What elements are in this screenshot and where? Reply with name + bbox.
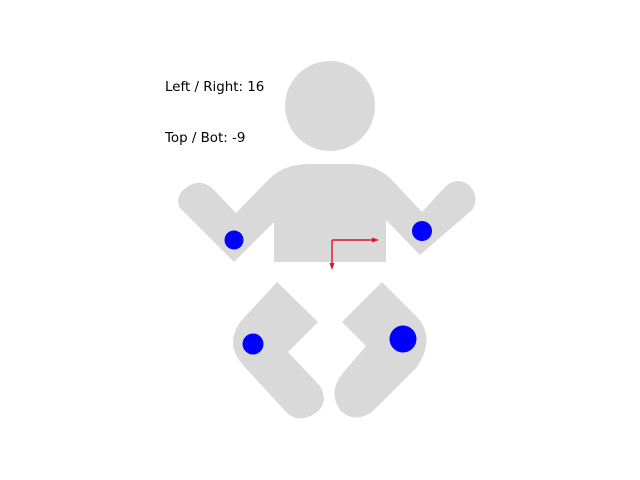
top-bottom-readout: Top / Bot: -9 [165,130,264,147]
sensor-dots [224,221,432,355]
figure-torso [178,164,476,262]
horizontal-arrow-head [372,237,379,243]
balance-readout: Left / Right: 16 Top / Bot: -9 [165,45,264,181]
top-bottom-value: -9 [232,131,246,146]
baby-figure-icon [178,61,476,419]
figure-left-leg [233,282,324,419]
figure-head [285,61,375,151]
axis-arrow-icon [329,237,379,270]
vertical-arrow-head [329,263,335,270]
sensor-dot-left-knee[interactable] [242,333,264,355]
top-bottom-label: Top / Bot: [165,131,228,146]
sensor-dot-right-knee[interactable] [389,325,417,353]
figure-right-leg [334,282,427,418]
left-right-value: 16 [247,80,265,95]
sensor-dot-right-hand[interactable] [412,221,432,241]
left-right-readout: Left / Right: 16 [165,79,264,96]
sensor-dot-left-hand[interactable] [224,230,244,250]
left-right-label: Left / Right: [165,80,243,95]
